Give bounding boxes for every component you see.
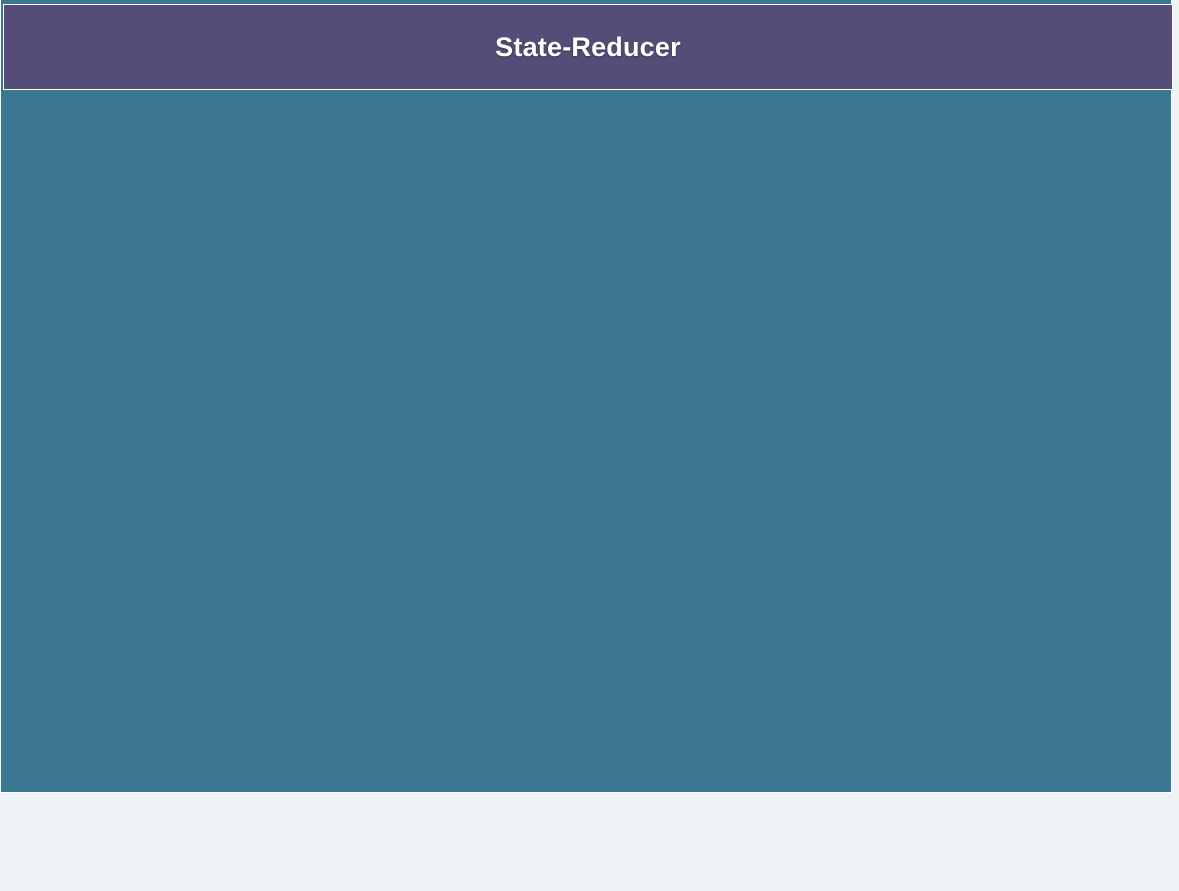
state-reducer-body	[0, 0, 1172, 793]
state-reducer-title: State-Reducer	[3, 4, 1173, 90]
